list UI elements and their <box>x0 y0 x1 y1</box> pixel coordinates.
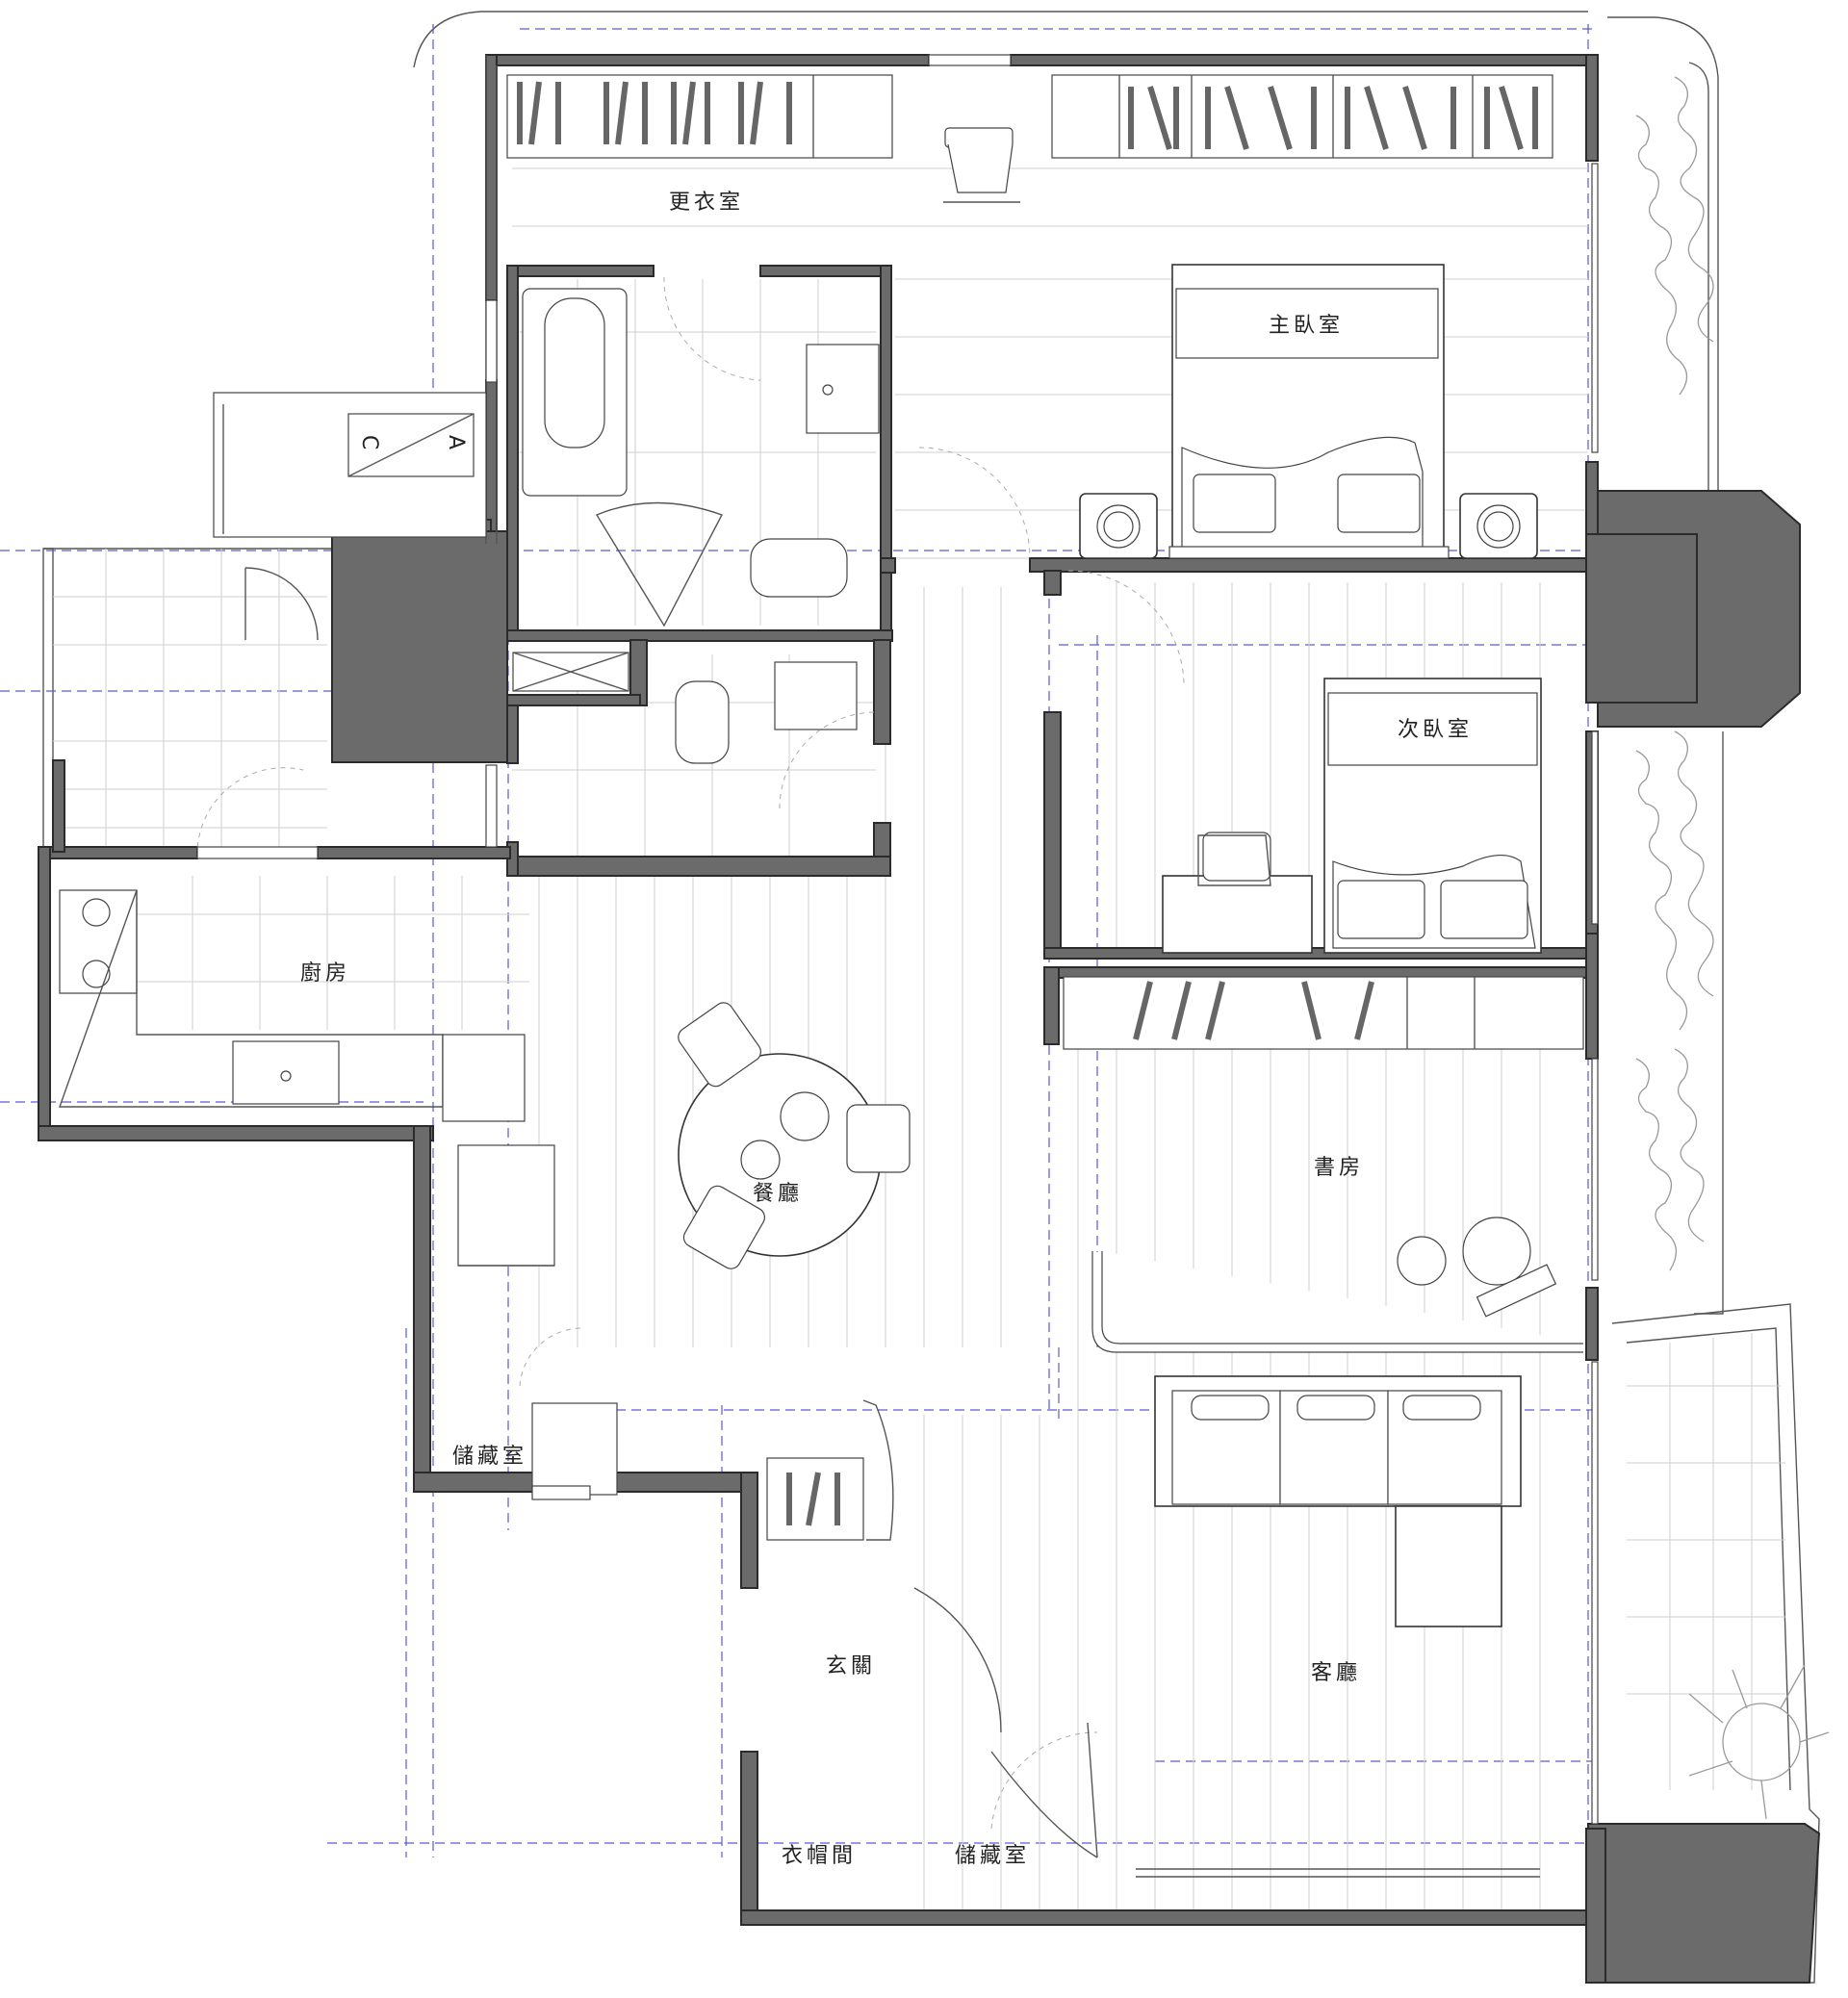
label-unit-c: C <box>357 435 381 453</box>
site-outline <box>42 11 1820 1984</box>
second-bedroom-furniture <box>1162 678 1542 954</box>
kitchen-fixtures <box>59 889 555 1267</box>
doors <box>196 276 1540 1878</box>
label-kitchen: 廚房 <box>300 961 350 986</box>
label-storage-left: 儲藏室 <box>452 1445 527 1469</box>
label-dressing-room: 更衣室 <box>669 191 744 215</box>
label-dining: 餐廳 <box>753 1182 803 1206</box>
label-master-bedroom: 主臥室 <box>1269 314 1344 338</box>
entry-cabinets <box>531 1399 894 1541</box>
label-cloakroom: 衣帽間 <box>782 1844 857 1868</box>
label-entrance: 玄關 <box>826 1654 876 1678</box>
garden-plants <box>1635 76 1830 1820</box>
label-unit-a: A <box>444 435 468 453</box>
label-second-bedroom: 次臥室 <box>1398 718 1473 742</box>
label-storage-bottom: 儲藏室 <box>955 1844 1030 1868</box>
bathroom-fixtures <box>512 288 880 764</box>
windows <box>196 54 1599 1825</box>
utility-box <box>213 392 487 538</box>
study-furniture <box>1063 976 1584 1353</box>
label-living-room: 客廳 <box>1311 1661 1361 1685</box>
master-bed <box>943 127 1538 559</box>
dining-set <box>678 1002 911 1269</box>
sofa <box>1154 1375 1522 1627</box>
label-study: 書房 <box>1314 1156 1364 1180</box>
room-labels: 更衣室 主臥室 次臥室 廚房 餐廳 書房 儲藏室 玄關 客廳 衣帽間 儲藏室 C… <box>300 191 1473 1868</box>
wardrobes <box>506 74 1553 159</box>
